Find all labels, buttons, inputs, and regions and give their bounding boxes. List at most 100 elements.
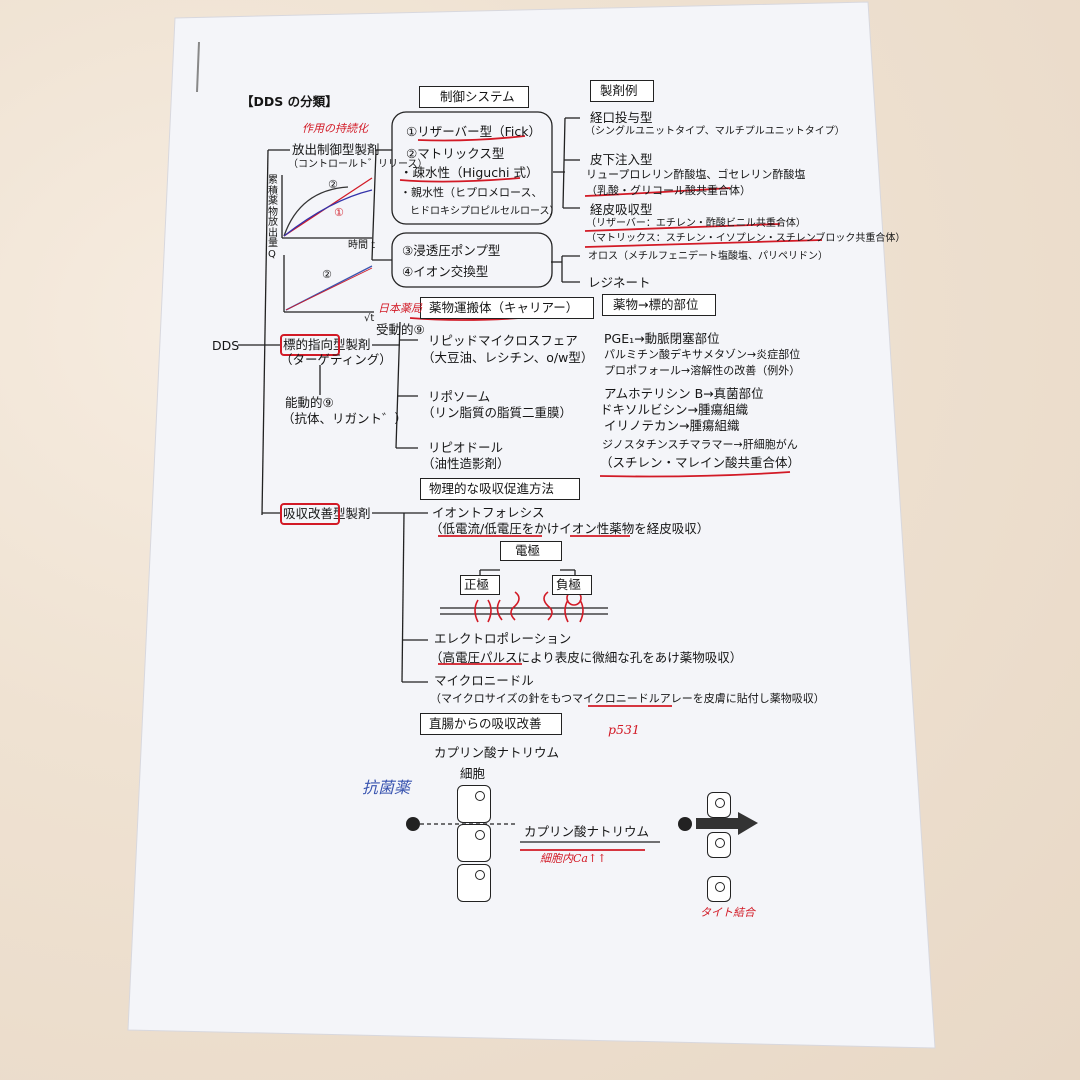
negative-label: 負極 [556,577,582,592]
rectal-drug: カプリン酸ナトリウム [434,745,560,760]
carrier-header: 薬物運搬体（キャリアー） [420,297,594,319]
carrier-3: リポソーム [428,389,491,404]
control-item-5: ヒドロキシプロピルセルロース） [410,206,560,217]
graph-curve-1: ① [334,206,344,219]
examples-label: 製剤例 [600,83,638,98]
physical-header: 物理的な吸収促進方法 [420,478,580,500]
physical-label: 物理的な吸収促進方法 [429,481,555,496]
handwritten-japan-pharm: 日本薬局 [378,302,422,315]
cell-small-3 [707,876,731,902]
active-sub: （抗体、リガント゛） [282,411,408,426]
control-item-2: ②マトリックス型 [406,146,505,161]
positive-label: 正極 [464,577,490,592]
physical-4: （高電圧パルスにより表皮に微細な孔をあけ薬物吸収） [430,650,743,665]
handwritten-action: 作用の持続化 [302,122,368,135]
physical-6: （マイクロサイズの針をもつマイクロニードルアレーを皮膚に貼付し薬物吸収） [430,692,825,705]
targeting-red-box [280,334,340,356]
example-5: （乳酸・グリコール酸共重合体） [586,184,751,197]
carrier-5: リピオドール [428,440,504,455]
rectal-diagram [420,823,660,843]
control-item-6: ③浸透圧ポンプ型 [402,243,501,258]
rectal-arrow-label: カプリン酸ナトリウム [524,824,650,839]
physical-1: イオントフォレシス [432,505,545,520]
carrier-label: 薬物運搬体（キャリアー） [429,300,579,315]
physical-2: （低電流/低電圧をかけイオン性薬物を経皮吸収） [430,521,710,536]
handwritten-ca: 細胞内Ca↑↑ [540,852,607,865]
negative-box: 負極 [552,575,592,595]
paper-shape [127,1,936,1049]
example-3: 皮下注入型 [590,152,653,167]
red-underlines [399,135,823,851]
example-10: レジネート [588,275,651,290]
target-7: ジノスタチンスチマラマー→肝細胞がん [602,438,798,451]
graph-xlabel-2: √t [364,313,375,324]
active-label: 能動的⑨ [285,395,334,410]
cell-small-2 [707,832,731,858]
dds-root: DDS [212,338,240,353]
carrier-2: （大豆油、レシチン、o/w型） [422,350,594,365]
target-5: ドキソルビシン→腫瘍組織 [600,402,748,417]
example-7: （リザーバー：エチレン・酢酸ビニル共重合体） [586,218,806,229]
control-box-2 [391,232,553,288]
example-4: リュープロレリン酢酸塩、ゴセレリン酢酸塩 [586,168,806,181]
rectal-cell-label: 細胞 [460,766,486,781]
cell-2 [457,824,491,862]
absorption-label: 吸収改善型製剤 [283,506,371,521]
carrier-6: （油性造影剤） [422,456,510,471]
absorption-red-box [280,503,340,525]
release-graph-1 [281,175,373,239]
rectal-label: 直腸からの吸収改善 [429,716,542,731]
drug-dot-left [406,817,420,831]
tree-lines [238,117,580,683]
page-title: 【DDS の分類】 [241,94,338,109]
example-2: （シングルユニットタイプ、マルチプルユニットタイプ） [585,126,845,137]
graph-ylabel: 累積薬物放出量Q [268,175,278,260]
graph-xlabel-1: 時間 t [348,240,376,251]
cell-3 [457,864,491,902]
graph-curve-2a: ② [328,178,338,191]
electrode-box: 電極 [500,541,562,561]
drug-dot-right [678,817,692,831]
control-item-1: ①リザーバー型（Fick） [406,124,541,139]
controlled-release-label: 放出制御型製剤 [292,142,380,157]
handwritten-antibacterial: 抗菌薬 [362,778,411,797]
rectal-header: 直腸からの吸収改善 [420,713,562,735]
handwritten-page: p531 [608,722,640,737]
example-9: オロス（メチルフェニデート塩酸塩、パリペリドン） [588,251,828,262]
drug-target-header: 薬物→標的部位 [602,294,716,316]
target-8: （スチレン・マレイン酸共重合体） [600,455,801,470]
targeting-sub: （ターゲティング） [280,352,392,367]
handwritten-tight: タイト結合 [700,906,755,919]
graph-curve-2b: ② [322,268,332,281]
examples-header: 製剤例 [590,80,654,102]
drug-target-label: 薬物→標的部位 [613,297,699,312]
target-4: アムホテリシン B→真菌部位 [604,386,764,401]
target-3: プロポフォール→溶解性の改善（例外） [604,364,801,377]
electrode-label: 電極 [515,543,541,558]
physical-3: エレクトロポレーション [434,631,572,646]
passive-label: 受動的⑨ [376,322,425,337]
carrier-1: リピッドマイクロスフェア [428,333,578,348]
example-6: 経皮吸収型 [590,202,653,217]
example-1: 経口投与型 [590,110,653,125]
control-system-label: 制御システム [440,89,515,104]
staple [196,41,200,93]
controlled-release-sub: （コントロールト゛リリース） [288,159,428,170]
target-2: パルミチン酸デキサメタゾン→炎症部位 [604,348,801,361]
control-item-3: ・疎水性（Higuchi 式） [400,165,539,180]
control-item-7: ④イオン交換型 [402,264,489,279]
carrier-4: （リン脂質の脂質二重膜） [422,405,573,420]
control-item-4: ・親水性（ヒプロメロース、 [400,186,543,199]
cell-small-1 [707,792,731,818]
target-1: PGE₁→動脈閉塞部位 [604,331,720,346]
example-8: （マトリックス：スチレン・イソプレン・スチレンブロック共重合体） [586,233,906,244]
physical-5: マイクロニードル [434,673,534,688]
cell-1 [457,785,491,823]
release-graph-2 [283,255,374,313]
control-box-1 [391,111,553,225]
control-system-header: 制御システム [419,86,529,108]
thick-arrow [696,812,758,835]
targeting-label: 標的指向型製剤 [283,337,371,352]
